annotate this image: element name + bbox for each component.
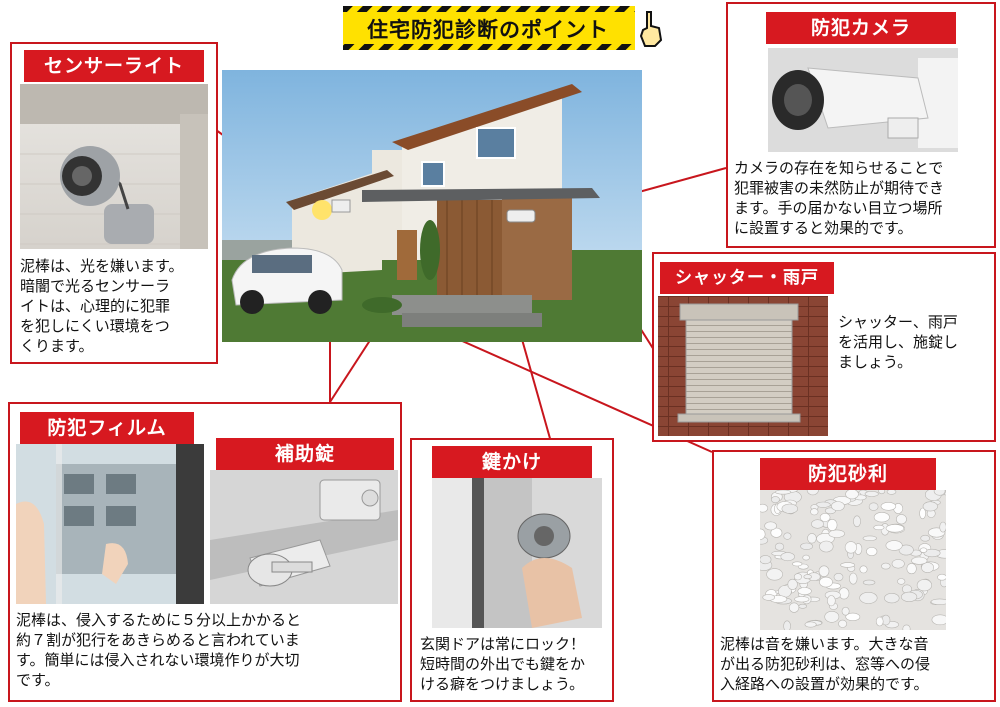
film-description: 泥棒は、侵入するために５分以上かかると 約７割が犯行をあきらめると言われていま … bbox=[16, 611, 302, 689]
sensor-light-label: センサーライト bbox=[24, 50, 204, 82]
shutter-label: シャッター・雨戸 bbox=[660, 262, 834, 294]
sensor-light-panel: センサーライト 泥棒は、光を嫌います。 暗闇で光るセンサーラ イトは、心理的に犯… bbox=[10, 42, 218, 364]
title-banner: 住宅防犯診断のポイント bbox=[343, 6, 663, 50]
key-lock-description: 玄関ドアは常にロック！ 短時間の外出でも鍵をか ける癖をつけましょう。 bbox=[420, 635, 586, 693]
aux-lock-label: 補助錠 bbox=[216, 438, 394, 470]
film-photo bbox=[16, 444, 204, 604]
gravel-panel: 防犯砂利 泥棒は音を嫌います。大きな音 が出る防犯砂利は、窓等への侵 入経路への… bbox=[712, 450, 996, 702]
key-lock-panel: 鍵かけ 玄関ドアは常にロック！ 短時間の外出でも鍵をか ける癖をつけましょう。 bbox=[410, 438, 614, 702]
shutter-panel: シャッター・雨戸 シャッター、雨戸 を活用し、施錠し ましょう。 bbox=[652, 252, 996, 442]
sensor-light-description: 泥棒は、光を嫌います。 暗闇で光るセンサーラ イトは、心理的に犯罪 を犯しにくい… bbox=[20, 257, 184, 355]
film-panel: 防犯フィルム 補助錠 泥棒は、侵入するために５分以上かかると 約７割が犯行をあき… bbox=[8, 402, 402, 702]
gravel-label: 防犯砂利 bbox=[760, 458, 936, 490]
key-lock-photo bbox=[432, 478, 602, 628]
shutter-photo bbox=[658, 296, 828, 436]
page-title: 住宅防犯診断のポイント bbox=[367, 18, 609, 42]
house-illustration bbox=[222, 70, 642, 342]
camera-panel: 防犯カメラ カメラの存在を知らせることで 犯罪被害の未然防止が期待でき ます。手… bbox=[726, 2, 996, 248]
camera-label: 防犯カメラ bbox=[766, 12, 956, 44]
gravel-photo bbox=[760, 490, 946, 630]
sensor-light-photo bbox=[20, 84, 208, 249]
gravel-description: 泥棒は音を嫌います。大きな音 が出る防犯砂利は、窓等への侵 入経路への設置が効果… bbox=[720, 635, 931, 693]
camera-description: カメラの存在を知らせることで 犯罪被害の未然防止が期待でき ます。手の届かない目… bbox=[734, 159, 945, 237]
film-label: 防犯フィルム bbox=[20, 412, 194, 444]
key-lock-label: 鍵かけ bbox=[432, 446, 592, 478]
caution-stripe-banner bbox=[343, 6, 635, 50]
shutter-description: シャッター、雨戸 を活用し、施錠し ましょう。 bbox=[838, 313, 959, 371]
aux-lock-photo bbox=[210, 470, 398, 604]
pointing-hand-icon bbox=[639, 11, 663, 47]
camera-photo bbox=[768, 48, 958, 152]
